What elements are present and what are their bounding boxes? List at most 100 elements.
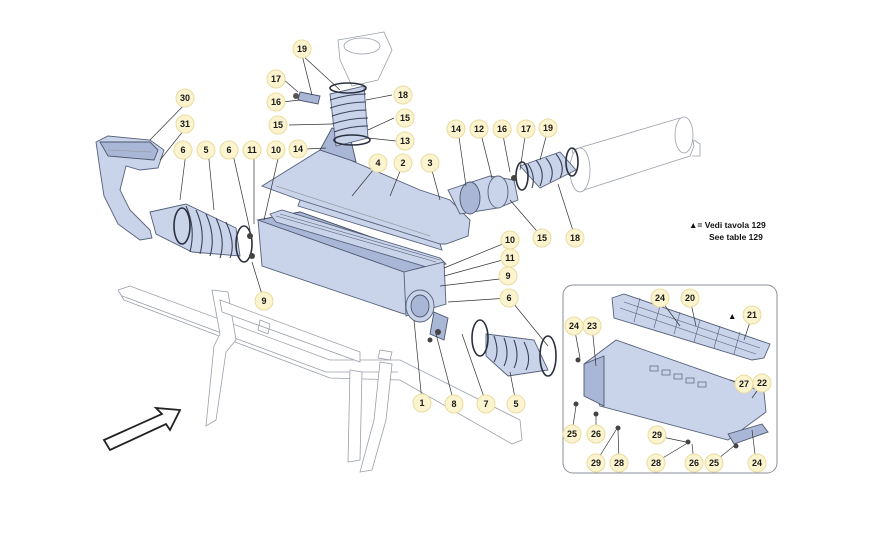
callout-label: 5 [203,145,208,155]
callout-bubble [704,453,724,473]
callout-8: 8 [444,394,464,414]
callout-bubble [747,453,767,473]
callout-label: 9 [505,271,510,281]
callout-19: 19 [538,118,558,138]
callout-bubble [420,153,440,173]
callout-6: 6 [219,140,239,160]
ghost-intake-pipe [337,31,701,193]
callout-bubble [650,288,670,308]
callout-bubble [446,119,466,139]
callout-label: 26 [689,458,699,468]
callout-16: 16 [266,92,286,112]
callout-label: 14 [293,144,303,154]
callout-label: 25 [709,458,719,468]
callout-label: 24 [752,458,762,468]
callout-bubble [499,288,519,308]
callout-bubble [266,92,286,112]
callout-label: 27 [739,379,749,389]
callout-label: 10 [505,235,515,245]
ghost-frame [117,285,523,473]
callout-label: 16 [271,97,281,107]
callout-18: 18 [565,228,585,248]
callout-bubble [680,288,700,308]
callout-22: 22 [752,373,772,393]
callout-14: 14 [446,119,466,139]
callout-label: 4 [375,158,380,168]
callout-bubble [582,316,602,336]
callout-19: 19 [292,39,312,59]
callout-label: 15 [273,120,283,130]
callout-15: 15 [395,108,415,128]
callout-label: 12 [474,124,484,134]
callout-bubble [586,453,606,473]
callout-bubble [175,88,195,108]
callout-bubble [268,115,288,135]
callout-label: 24 [655,293,665,303]
callout-label: 13 [400,136,410,146]
callout-label: 7 [483,399,488,409]
callout-label: 26 [591,429,601,439]
callout-label: 6 [180,145,185,155]
callout-5: 5 [506,394,526,414]
callout-11: 11 [500,248,520,268]
callout-29: 29 [586,453,606,473]
callout-11: 11 [242,140,262,160]
undertray-part [583,339,767,441]
callout-bubble [444,394,464,414]
callout-label: 11 [505,253,515,263]
callout-bubble [562,424,582,444]
callout-27: 27 [734,374,754,394]
callout-label: 5 [513,399,518,409]
callout-label: 29 [591,458,601,468]
callout-label: 29 [652,430,662,440]
front-right-hose [427,311,557,377]
callout-label: 6 [226,145,231,155]
callout-28: 28 [609,453,629,473]
callout-31: 31 [175,114,195,134]
callout-label: 24 [569,321,579,331]
callout-bubble [565,228,585,248]
callout-bubble [242,140,262,160]
callout-bubble [288,139,308,159]
callout-bubble [393,85,413,105]
callout-bubble [647,425,667,445]
inset-marker: ▲ [728,311,736,321]
callout-9: 9 [254,291,274,311]
direction-arrow [102,406,182,452]
callout-bubble [292,39,312,59]
callout-label: 28 [651,458,661,468]
callout-bubble [516,119,536,139]
callout-label: 31 [180,119,190,129]
callout-label: 30 [180,93,190,103]
right-throttle-duct [447,147,579,215]
callout-12: 12 [469,119,489,139]
callout-9: 9 [498,266,518,286]
callout-bubble [506,394,526,414]
callout-21: 21 [742,305,762,325]
callout-29: 29 [647,425,667,445]
inset-panel [562,284,778,474]
callout-16: 16 [492,119,512,139]
callout-20: 20 [680,288,700,308]
callout-bubble [393,153,413,173]
callout-7: 7 [476,394,496,414]
callout-4: 4 [368,153,388,173]
callout-bubble [266,140,286,160]
callout-label: 14 [451,124,461,134]
legend-line-1: ▲= Vedi tavola 129 [689,220,766,230]
callout-label: 2 [400,158,405,168]
callout-10: 10 [500,230,520,250]
callout-label: 23 [587,321,597,331]
grille-part [611,293,771,361]
callout-bubble [492,119,512,139]
callout-bubble [395,108,415,128]
callout-bubble [742,305,762,325]
callout-label: 18 [398,90,408,100]
callout-bubble [532,228,552,248]
callout-5: 5 [196,140,216,160]
callout-bubble [196,140,216,160]
callout-bubble [175,114,195,134]
callout-label: 18 [570,233,580,243]
callout-bubble [684,453,704,473]
